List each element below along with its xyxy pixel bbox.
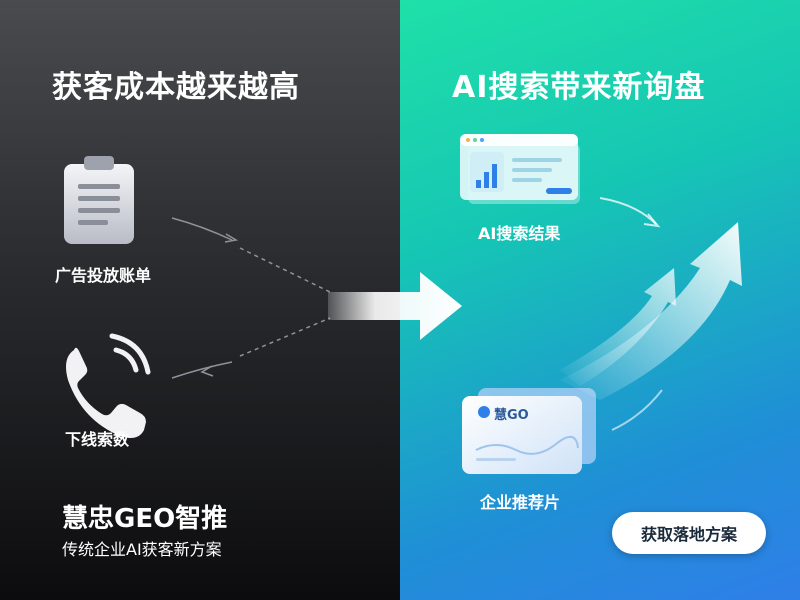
growth-arrows-icon [560, 197, 742, 431]
right-panel [400, 0, 800, 600]
business-card-label: 企业推荐片 [480, 493, 561, 512]
business-card-icon [462, 388, 596, 474]
ad-bill-label: 广告投放账单 [55, 266, 152, 285]
clipboard-icon [64, 156, 134, 244]
card-brand-text: 慧GO [494, 408, 529, 423]
left-connector-lines [171, 217, 331, 379]
right-title: AI搜索带来新询盘 [452, 70, 706, 105]
phone-icon [66, 333, 151, 438]
get-plan-button[interactable]: 获取落地方案 [612, 512, 766, 554]
brand-name: 慧忠GEO智推 [62, 504, 228, 534]
ai-search-result-label: AI搜索结果 [478, 224, 561, 243]
search-result-window-icon [460, 134, 580, 204]
brand-tagline: 传统企业AI获客新方案 [62, 540, 222, 559]
left-title: 获客成本越来越高 [52, 70, 300, 105]
offline-leads-label: 下线索数 [65, 430, 130, 449]
center-arrow-icon [328, 272, 462, 340]
